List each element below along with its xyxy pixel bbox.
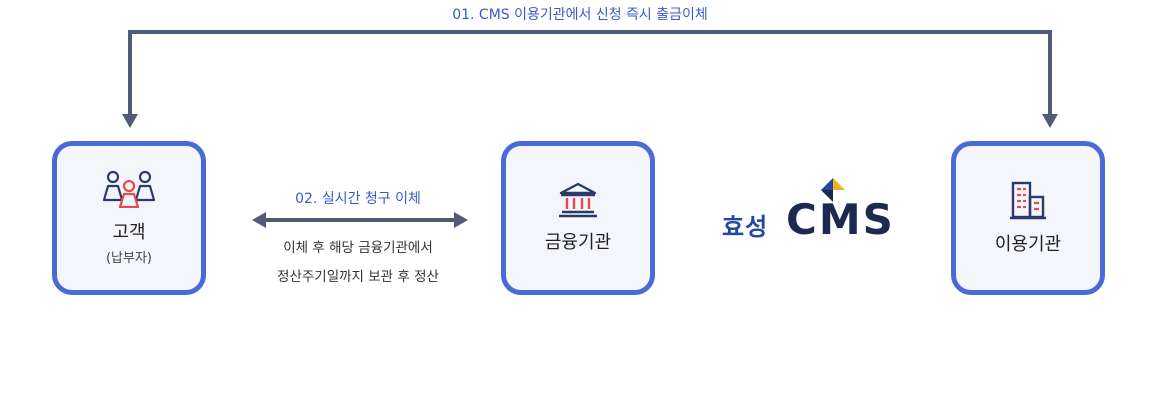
hyosung-cms-logo: 효성 CMS [720,178,893,248]
bank-node: 금융기관 [501,141,655,295]
arrowhead-institution [1042,114,1058,128]
middle-flow-description: 이체 후 해당 금융기관에서 정산주기일까지 보관 후 정산 [230,234,486,292]
institution-label: 이용기관 [994,234,1062,255]
customer-sublabel: (납부자) [105,251,153,266]
arrowhead-customer [122,114,138,128]
middle-flow-desc-line1: 이체 후 해당 금융기관에서 [283,240,433,256]
top-connector-line [128,30,1052,118]
arrowhead-right [454,212,468,228]
bank-label: 금융기관 [544,232,612,253]
people-icon [102,170,156,208]
institution-node: 이용기관 [951,141,1105,295]
logo-cms-text: CMS [786,195,895,244]
middle-flow-desc-line2: 정산주기일까지 보관 후 정산 [277,269,439,285]
middle-flow-label: 02. 실시간 청구 이체 [295,191,421,207]
diamond-mark-icon [821,178,845,202]
customer-node: 고객 (납부자) [52,141,206,295]
arrowhead-left [252,212,266,228]
bank-building-icon [559,182,597,218]
top-flow-label: 01. CMS 이용기관에서 신청 즉시 출금이체 [452,7,708,23]
logo-korean-text: 효성 [722,213,769,241]
office-building-icon [1010,181,1046,220]
customer-label: 고객 [112,222,146,243]
